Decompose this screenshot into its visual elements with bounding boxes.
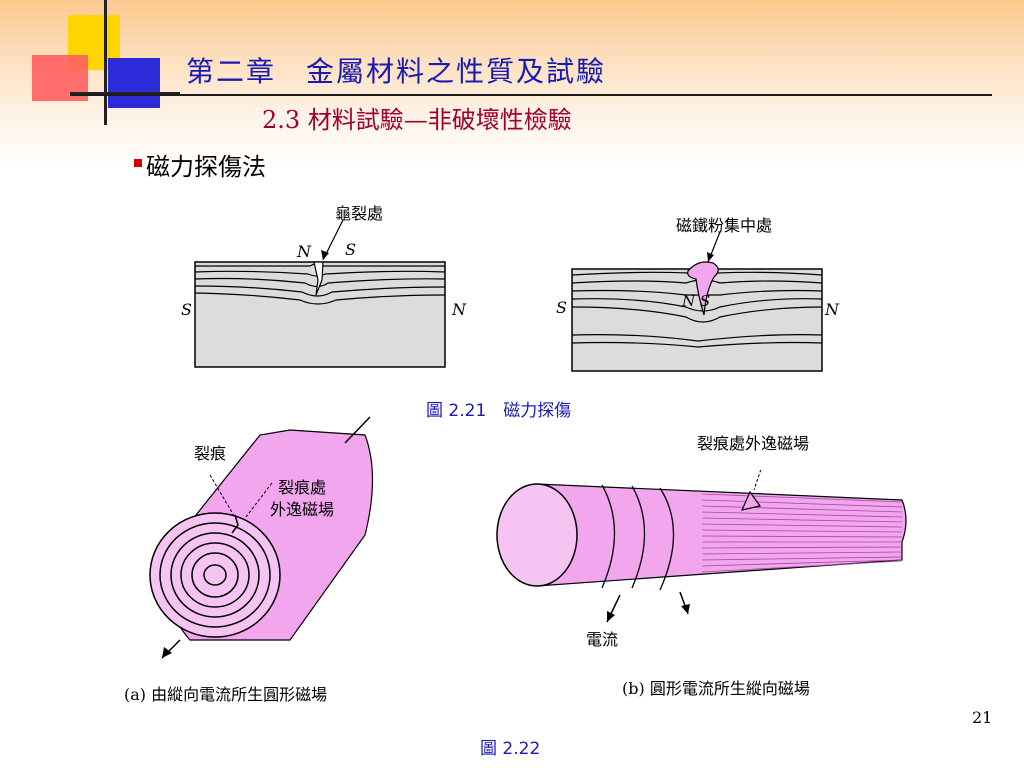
label-crack-point: 龜裂處 — [335, 204, 384, 223]
page-number: 21 — [972, 708, 993, 727]
vertical-line — [104, 0, 107, 125]
crack-notch — [313, 261, 324, 296]
label-leak-b: 裂痕處外逸磁場 — [697, 434, 810, 453]
slide-subtitle: 2.3 材料試驗—非破壞性檢驗 — [262, 106, 572, 134]
fig221-caption: 圖 2.21 磁力探傷 — [426, 401, 572, 421]
leak-bump — [740, 490, 762, 511]
fig222b-caption: (b) 圓形電流所生縱向磁場 — [622, 679, 810, 698]
slide-title: 第二章 金屬材料之性質及試驗 — [186, 55, 607, 88]
horizontal-line-short — [70, 92, 180, 95]
bar-end-face — [496, 483, 578, 587]
label-current: 電流 — [586, 630, 619, 649]
label-right-NS-mid: N S — [682, 292, 711, 310]
fig222a-caption: (a) 由縱向電流所生圓形磁場 — [124, 685, 328, 704]
field-lines — [701, 493, 903, 573]
blue-square — [108, 58, 160, 108]
fig221-right-diagram — [571, 261, 823, 372]
label-left-N-top: N — [297, 242, 311, 261]
bullet-text: 磁力探傷法 — [146, 153, 266, 181]
label-left-N-side: N — [452, 300, 466, 319]
cylinder-face — [149, 512, 281, 638]
arrow-crack — [321, 219, 344, 261]
label-left-S-top: S — [345, 240, 356, 259]
fig221-left-diagram — [194, 261, 446, 368]
magnetic-powder — [687, 261, 719, 316]
label-leak-line1: 裂痕處 — [278, 478, 327, 497]
title-underline — [70, 94, 992, 96]
fig222-caption: 圖 2.22 — [480, 739, 541, 759]
bullet-item: 磁力探傷法 — [134, 147, 266, 182]
label-right-N-side: N — [825, 300, 839, 319]
fig222a-diagram — [149, 416, 374, 659]
label-left-S-side: S — [181, 300, 192, 319]
label-powder-point: 磁鐵粉集中處 — [676, 216, 773, 235]
label-crack: 裂痕 — [194, 444, 227, 463]
bullet-square-icon — [134, 158, 142, 167]
decorative-logo — [32, 0, 180, 125]
label-right-S-side: S — [556, 298, 567, 317]
fig222b-diagram — [496, 470, 907, 623]
current-axis-top — [344, 416, 371, 444]
arrow-powder — [707, 231, 721, 263]
label-leak-line2: 外逸磁場 — [270, 500, 335, 519]
